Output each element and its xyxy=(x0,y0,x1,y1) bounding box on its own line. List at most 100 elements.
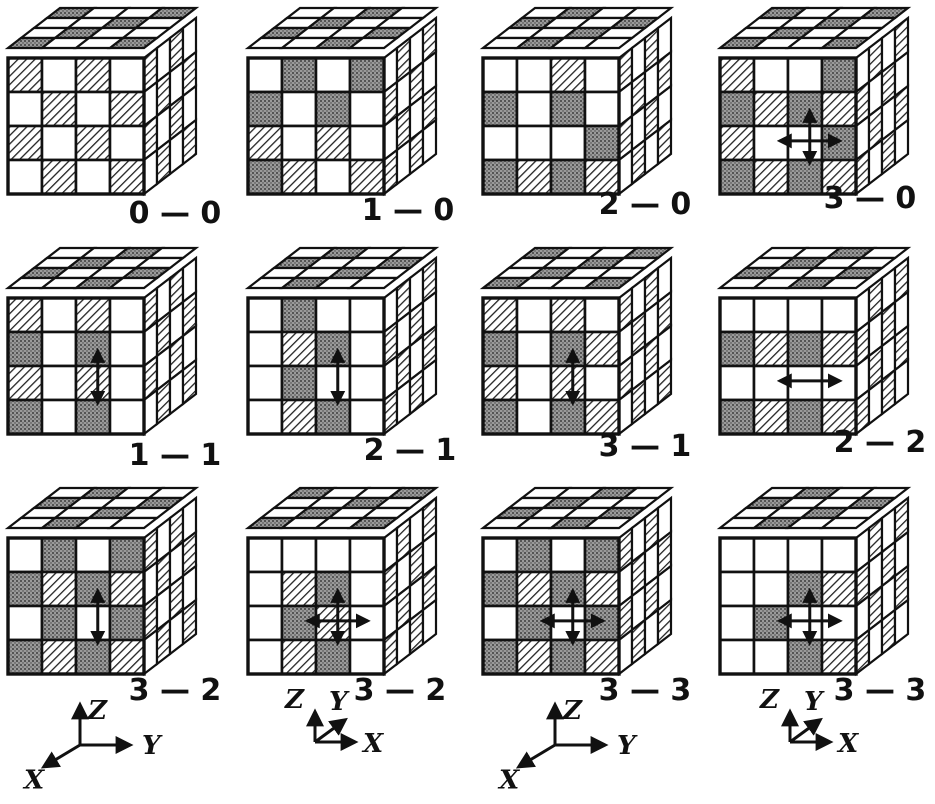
front-facet xyxy=(42,92,76,126)
front-facet xyxy=(754,366,788,400)
cube-label: 2 — 2 xyxy=(834,425,927,460)
front-facet xyxy=(754,126,788,160)
front-facet xyxy=(483,332,517,366)
front-facet xyxy=(110,160,144,194)
front-facet xyxy=(551,572,585,606)
front-facet xyxy=(110,400,144,434)
cube-label: 3 — 0 xyxy=(824,181,917,216)
front-facet xyxy=(110,92,144,126)
front-facet xyxy=(42,640,76,674)
front-facet xyxy=(248,58,282,92)
front-facet xyxy=(585,606,619,640)
front-facet xyxy=(483,58,517,92)
front-facet xyxy=(754,58,788,92)
front-facet xyxy=(316,572,350,606)
front-facet xyxy=(316,298,350,332)
front-facet xyxy=(316,58,350,92)
front-facet xyxy=(350,160,384,194)
front-facet xyxy=(483,298,517,332)
front-facet xyxy=(754,332,788,366)
front-facet xyxy=(42,366,76,400)
front-facet xyxy=(282,400,316,434)
cube-4 xyxy=(8,248,196,434)
front-facet xyxy=(248,572,282,606)
front-facet xyxy=(483,92,517,126)
x-axis-arrow xyxy=(519,745,555,767)
front-facet xyxy=(350,640,384,674)
front-facet xyxy=(585,298,619,332)
front-facet xyxy=(76,606,110,640)
front-facet xyxy=(42,332,76,366)
front-facet xyxy=(248,298,282,332)
front-facet xyxy=(551,332,585,366)
front-facet xyxy=(551,126,585,160)
front-facet xyxy=(110,572,144,606)
front-facet xyxy=(110,366,144,400)
x-axis-label: X xyxy=(22,766,46,796)
front-facet xyxy=(585,572,619,606)
front-facet xyxy=(788,92,822,126)
front-facet xyxy=(8,58,42,92)
front-facet xyxy=(585,640,619,674)
front-facet xyxy=(76,366,110,400)
cube-label: 3 — 1 xyxy=(599,429,692,464)
front-facet xyxy=(76,126,110,160)
front-facet xyxy=(720,400,754,434)
cube-label: 3 — 2 xyxy=(354,673,447,708)
x-axis-arrow xyxy=(44,745,80,767)
front-facet xyxy=(350,400,384,434)
front-facet xyxy=(316,538,350,572)
front-facet xyxy=(8,400,42,434)
front-facet xyxy=(282,126,316,160)
front-facet xyxy=(788,126,822,160)
cube-label: 2 — 0 xyxy=(599,187,692,222)
front-facet xyxy=(517,400,551,434)
front-facet xyxy=(76,160,110,194)
front-facet xyxy=(8,92,42,126)
front-facet xyxy=(720,58,754,92)
front-facet xyxy=(754,298,788,332)
front-facet xyxy=(720,332,754,366)
front-facet xyxy=(788,58,822,92)
front-facet xyxy=(483,126,517,160)
front-facet xyxy=(585,92,619,126)
front-facet xyxy=(282,332,316,366)
front-facet xyxy=(248,160,282,194)
front-facet xyxy=(788,538,822,572)
front-facet xyxy=(76,58,110,92)
front-facet xyxy=(551,92,585,126)
cube-label: 1 — 1 xyxy=(129,438,222,473)
cube-6 xyxy=(483,248,671,434)
front-facet xyxy=(483,538,517,572)
cube-label: 3 — 3 xyxy=(599,673,692,708)
front-facet xyxy=(517,92,551,126)
front-facet xyxy=(720,126,754,160)
front-facet xyxy=(248,126,282,160)
front-facet xyxy=(517,126,551,160)
front-facet xyxy=(350,58,384,92)
front-facet xyxy=(551,366,585,400)
axis-indicator-0: ZYX xyxy=(22,696,163,796)
front-facet xyxy=(350,92,384,126)
y-axis-label: Y xyxy=(329,687,350,717)
front-facet xyxy=(350,332,384,366)
front-facet xyxy=(483,160,517,194)
front-facet xyxy=(110,606,144,640)
front-facet xyxy=(8,572,42,606)
front-facet xyxy=(350,366,384,400)
front-facet xyxy=(282,298,316,332)
front-facet xyxy=(788,640,822,674)
front-facet xyxy=(42,538,76,572)
cube-2 xyxy=(483,8,671,194)
front-facet xyxy=(754,160,788,194)
front-facet xyxy=(248,640,282,674)
front-facet xyxy=(585,126,619,160)
cube-8 xyxy=(8,488,196,674)
front-facet xyxy=(282,606,316,640)
y-axis-label: Y xyxy=(804,687,825,717)
front-facet xyxy=(720,298,754,332)
front-facet xyxy=(248,92,282,126)
front-facet xyxy=(76,400,110,434)
front-facet xyxy=(483,400,517,434)
